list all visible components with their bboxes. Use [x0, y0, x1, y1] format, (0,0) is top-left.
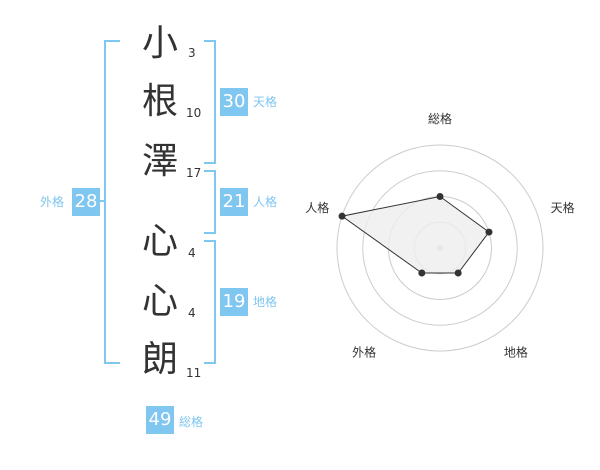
- jinkaku-value: 21: [220, 188, 248, 216]
- chikaku-value: 19: [220, 288, 248, 316]
- radar-ring: [362, 170, 518, 326]
- soukaku-label: 総格: [179, 415, 204, 429]
- gaikaku-label: 外格: [40, 195, 65, 209]
- gaikaku-bracket-tick: [96, 200, 104, 202]
- radar-axis-label: 天格: [551, 200, 575, 215]
- radar-axis-label: 総格: [428, 111, 452, 126]
- chikaku-bracket: [204, 240, 216, 364]
- name-char-6: 朗: [141, 339, 178, 380]
- radar-point-5: [338, 212, 346, 220]
- radar-point-3: [454, 269, 462, 277]
- radar-axis-label: 外格: [352, 344, 376, 359]
- stroke-count-2: 10: [186, 106, 202, 120]
- jinkaku-label: 人格: [253, 195, 278, 209]
- soukaku-value: 49: [146, 406, 174, 434]
- name-char-2: 根: [141, 81, 178, 122]
- stroke-count-5: 4: [188, 306, 196, 320]
- radar-point-4: [418, 269, 426, 277]
- name-char-4: 心: [141, 221, 178, 262]
- radar-polygon: [340, 195, 490, 274]
- radar-axis-label: 人格: [305, 200, 329, 215]
- gaikaku-value: 28: [72, 188, 100, 216]
- name-char-5: 心: [141, 281, 178, 322]
- radar-point-2: [485, 228, 493, 236]
- stroke-count-6: 11: [186, 366, 202, 380]
- name-char-3: 澤: [141, 141, 178, 182]
- tenkaku-value: 30: [220, 88, 248, 116]
- stroke-count-1: 3: [188, 46, 196, 60]
- chikaku-label: 地格: [253, 295, 278, 309]
- radar-ring: [336, 144, 544, 352]
- tenkaku-bracket: [204, 40, 216, 164]
- stroke-count-3: 17: [186, 166, 202, 180]
- tenkaku-label: 天格: [253, 95, 278, 109]
- jinkaku-bracket: [204, 170, 216, 234]
- name-char-1: 小: [141, 23, 178, 64]
- radar-axis-label: 地格: [504, 344, 528, 359]
- gaikaku-bracket: [104, 40, 120, 364]
- radar-point-1: [436, 193, 444, 200]
- stroke-count-4: 4: [188, 246, 196, 260]
